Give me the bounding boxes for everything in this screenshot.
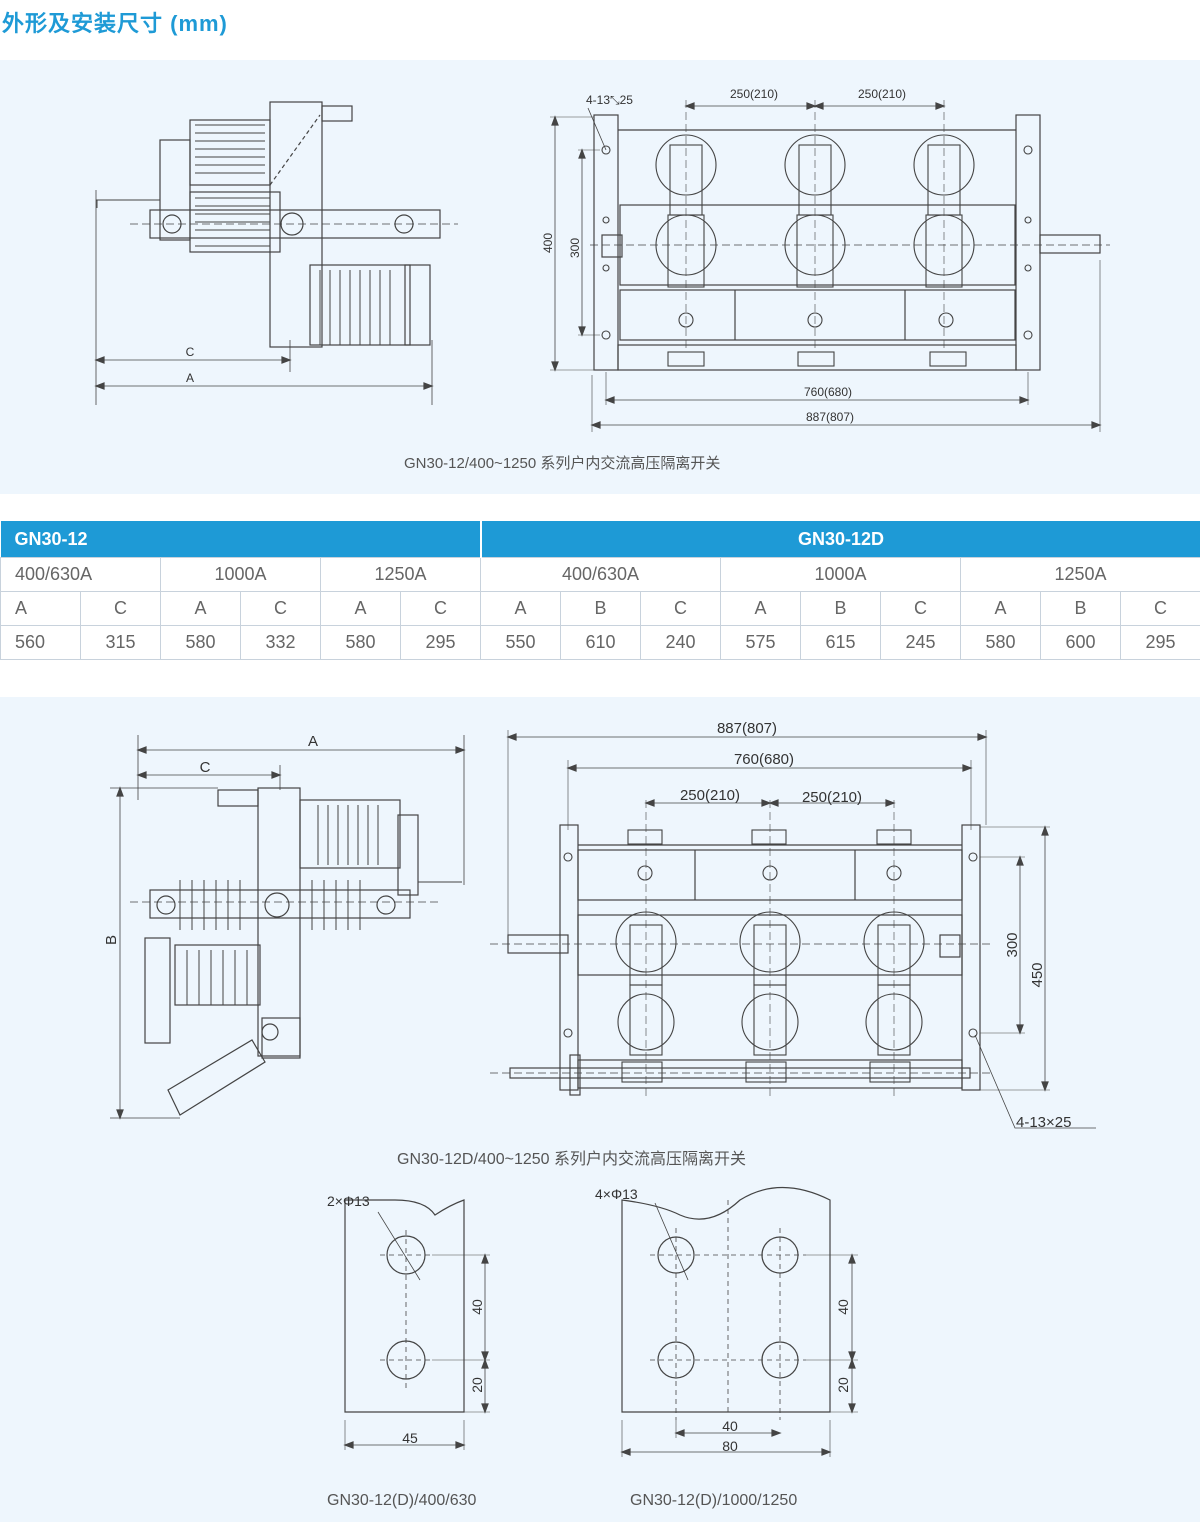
side2-dim-c-label: C xyxy=(200,759,211,776)
figure1-caption: GN30-12/400~1250 系列户内交流高压隔离开关 xyxy=(404,455,721,472)
value-cell: 332 xyxy=(240,625,321,660)
value-cell: 245 xyxy=(880,625,962,660)
side2-dim-a-label: A xyxy=(308,733,318,750)
column-header: C xyxy=(880,591,962,626)
column-header: C xyxy=(240,591,321,626)
terminal2-dim-width-label: 80 xyxy=(722,1438,738,1454)
group-gn30-12d: GN30-12D xyxy=(480,521,1200,558)
front-pitch1-label: 250(210) xyxy=(730,87,778,101)
rating-cell: 1250A xyxy=(319,557,482,592)
dimension-table: GN30-12 GN30-12D 400/630A 1000A 1250A 40… xyxy=(0,521,1200,660)
column-header: C xyxy=(80,591,161,626)
terminal2-dim-inner-label: 40 xyxy=(722,1418,738,1434)
rating-cell: 1250A xyxy=(960,557,1200,592)
value-cell: 240 xyxy=(640,625,722,660)
drawing-panel-gn30-12d: A C B xyxy=(0,697,1200,1522)
side-view-gn30-12 xyxy=(94,101,458,405)
front2-height-outer-label: 450 xyxy=(1029,962,1046,987)
table-group-row: GN30-12 GN30-12D xyxy=(0,521,1200,558)
front2-pitch2-label: 250(210) xyxy=(802,789,862,806)
value-cell: 295 xyxy=(399,625,482,660)
value-cell: 560 xyxy=(0,625,81,660)
terminal2-dim-bottom-label: 20 xyxy=(835,1377,851,1393)
value-cell: 600 xyxy=(1040,625,1122,660)
front-height-outer-label: 400 xyxy=(541,233,555,253)
column-header: A xyxy=(480,591,562,626)
side-view-gn30-12d xyxy=(110,735,466,1120)
front2-width-outer-label: 887(807) xyxy=(717,720,777,737)
drawing-panel-gn30-12: C A xyxy=(0,60,1200,494)
front-view-gn30-12d xyxy=(490,730,1096,1129)
column-header: A xyxy=(320,591,401,626)
column-header: C xyxy=(399,591,482,626)
terminal2-dim-vertical-label: 40 xyxy=(835,1299,851,1315)
column-header: A xyxy=(160,591,241,626)
front2-height-inner-label: 300 xyxy=(1004,932,1021,957)
column-header: A xyxy=(960,591,1042,626)
terminal1-dim-width-label: 45 xyxy=(402,1430,418,1446)
drawing-gn30-12d: A C B xyxy=(103,720,1096,1457)
front2-holes-label: 4-13×25 xyxy=(1016,1114,1071,1131)
front-view-gn30-12 xyxy=(550,100,1110,432)
side2-dim-b-label: B xyxy=(103,935,120,945)
column-header: B xyxy=(1040,591,1122,626)
drawing-gn30-12: C A xyxy=(94,87,1110,432)
figure2-caption: GN30-12D/400~1250 系列户内交流高压隔离开关 xyxy=(397,1151,747,1168)
value-cell: 575 xyxy=(720,625,802,660)
front-width-outer-label: 887(807) xyxy=(806,410,854,424)
rating-cell: 400/630A xyxy=(0,557,161,592)
terminal-plate-400-630 xyxy=(343,1199,490,1450)
rating-cell: 1000A xyxy=(720,557,962,592)
side-dim-c-label: C xyxy=(186,345,195,359)
column-header: C xyxy=(640,591,722,626)
table-value-row: 560 315 580 332 580 295 550 610 240 575 … xyxy=(0,625,1200,660)
group-gn30-12: GN30-12 xyxy=(0,521,482,558)
front-pitch2-label: 250(210) xyxy=(858,87,906,101)
column-header: B xyxy=(560,591,642,626)
column-header: B xyxy=(800,591,882,626)
value-cell: 580 xyxy=(160,625,241,660)
value-cell: 580 xyxy=(960,625,1042,660)
table-column-row: A C A C A C A B C A B C A B C xyxy=(0,591,1200,626)
terminal2-caption: GN30-12(D)/1000/1250 xyxy=(630,1492,798,1509)
value-cell: 295 xyxy=(1120,625,1200,660)
column-header: A xyxy=(720,591,802,626)
value-cell: 550 xyxy=(480,625,562,660)
front2-pitch1-label: 250(210) xyxy=(680,787,740,804)
terminal2-holes-label: 4×Φ13 xyxy=(595,1186,638,1202)
rating-cell: 1000A xyxy=(160,557,321,592)
value-cell: 610 xyxy=(560,625,642,660)
front-height-inner-label: 300 xyxy=(568,238,582,258)
page-title: 外形及安装尺寸 (mm) xyxy=(2,11,228,36)
terminal1-dim-bottom-label: 20 xyxy=(469,1377,485,1393)
side-dim-a-label: A xyxy=(186,371,194,385)
front-holes-label: 4-13⤡25 xyxy=(586,93,633,107)
terminal1-holes-label: 2×Φ13 xyxy=(327,1193,370,1209)
terminal1-caption: GN30-12(D)/400/630 xyxy=(327,1492,477,1509)
front-width-inner-label: 760(680) xyxy=(804,385,852,399)
value-cell: 615 xyxy=(800,625,882,660)
terminal1-dim-vertical-label: 40 xyxy=(469,1299,485,1315)
column-header: C xyxy=(1120,591,1200,626)
value-cell: 315 xyxy=(80,625,161,660)
table-rating-row: 400/630A 1000A 1250A 400/630A 1000A 1250… xyxy=(0,557,1200,592)
column-header: A xyxy=(0,591,81,626)
value-cell: 580 xyxy=(320,625,401,660)
rating-cell: 400/630A xyxy=(480,557,722,592)
front2-width-inner-label: 760(680) xyxy=(734,751,794,768)
terminal-plate-1000-1250 xyxy=(620,1186,858,1457)
